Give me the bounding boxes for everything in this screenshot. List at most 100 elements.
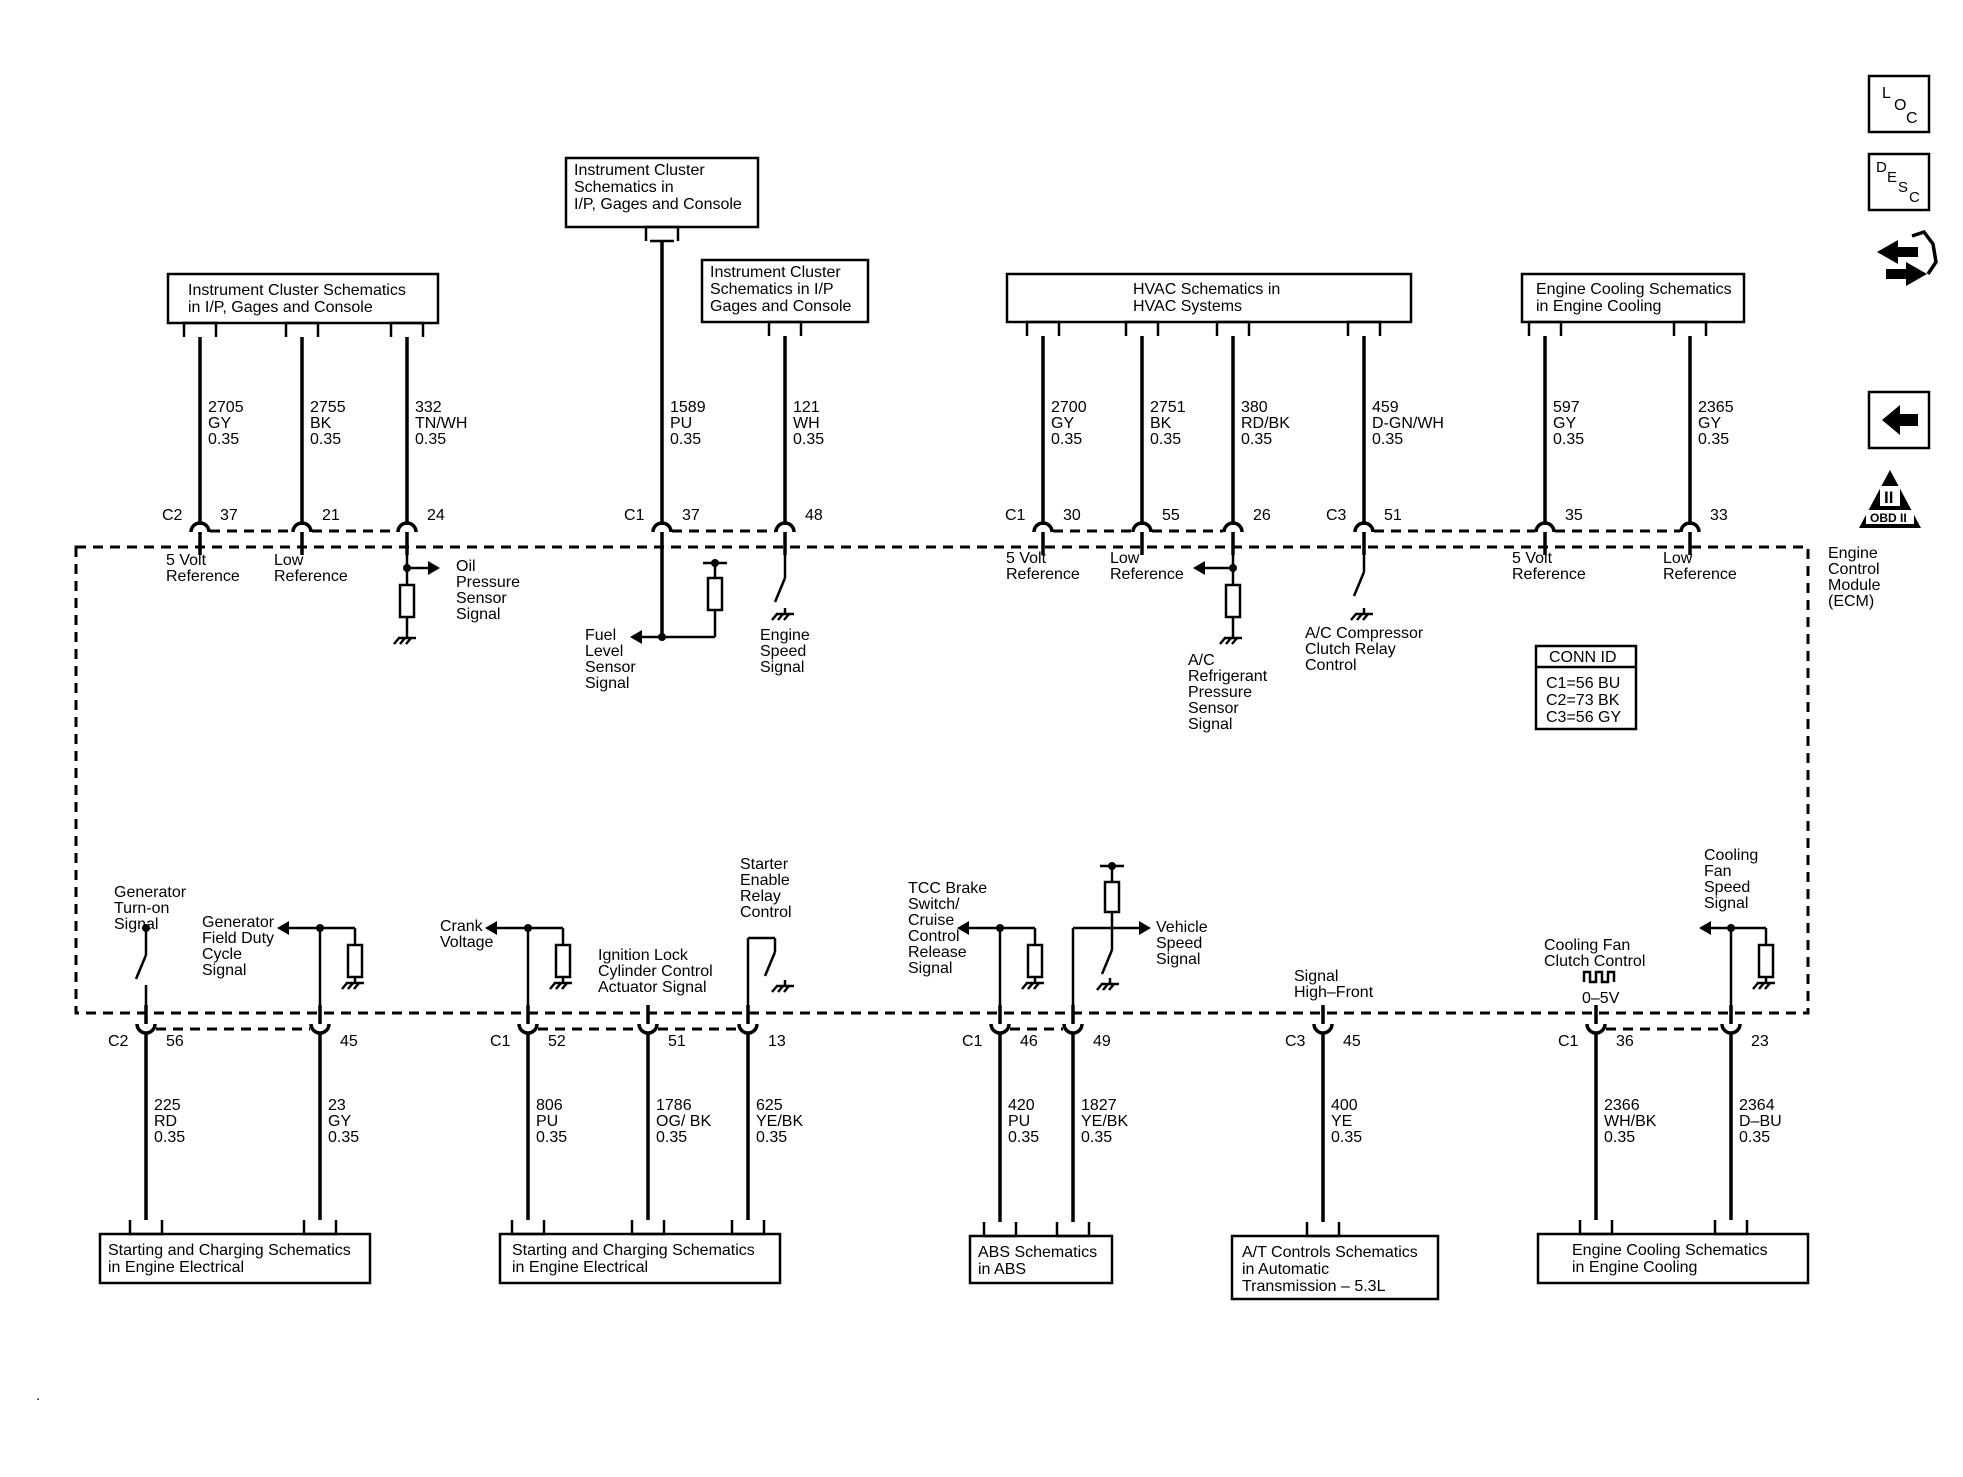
signal-arrow xyxy=(277,921,289,935)
ground-hatch xyxy=(771,985,778,993)
connector-tab xyxy=(1124,320,1160,336)
ecm-boundary xyxy=(74,545,1810,1015)
pin-number: 33 xyxy=(1710,507,1728,524)
connector-view-icon[interactable] xyxy=(1877,229,1938,286)
pin-number: 13 xyxy=(768,1033,786,1050)
reference-box-text: in Automatic xyxy=(1242,1261,1329,1278)
function-label: Level xyxy=(585,643,623,660)
wire-label: TN/WH xyxy=(415,415,467,432)
wire-label: 0.35 xyxy=(1008,1129,1039,1146)
pin-terminal xyxy=(291,521,313,533)
ground-hatch xyxy=(771,613,778,621)
function-label: Vehicle xyxy=(1156,919,1208,936)
function-label: Clutch Control xyxy=(1544,953,1645,970)
function-label: Clutch Relay xyxy=(1305,641,1396,658)
loc-icon[interactable]: L O C xyxy=(1867,74,1931,134)
pin-terminal xyxy=(774,521,796,533)
back-arrow-icon[interactable] xyxy=(1867,390,1931,450)
resistor xyxy=(346,943,364,979)
pin-number: 21 xyxy=(322,507,340,524)
function-label: Sensor xyxy=(585,659,636,676)
wire-label: RD/BK xyxy=(1241,415,1290,432)
wire-label: 2751 xyxy=(1150,399,1186,416)
pin-terminal xyxy=(189,521,211,533)
function-label: Pressure xyxy=(1188,684,1252,701)
signal-arrow xyxy=(1139,921,1151,935)
pin-number: 36 xyxy=(1616,1033,1634,1050)
function-label: High–Front xyxy=(1294,984,1374,1001)
pin-terminal xyxy=(1032,521,1054,533)
connector-tab xyxy=(510,1220,546,1236)
connector-tab xyxy=(302,1220,338,1236)
function-label: Signal xyxy=(908,960,952,977)
function-label: Oil xyxy=(456,558,476,575)
connector-label: C1 xyxy=(490,1033,511,1050)
wire-label: D-GN/WH xyxy=(1372,415,1444,432)
pin-number: 52 xyxy=(548,1033,566,1050)
wire-label: 0.35 xyxy=(1241,431,1272,448)
wire-label: 380 xyxy=(1241,399,1268,416)
pin-terminal xyxy=(1312,1023,1334,1035)
function-label: Reference xyxy=(166,568,240,585)
ground-hatch xyxy=(405,637,412,645)
connector-tab xyxy=(1527,320,1563,336)
function-label: Reference xyxy=(1663,566,1737,583)
conn-id-line: C1=56 BU xyxy=(1546,675,1620,692)
pin-number: 49 xyxy=(1093,1033,1111,1050)
function-label: 5 Volt xyxy=(1512,550,1553,567)
ground-hatch xyxy=(1231,637,1238,645)
obd-roman: II xyxy=(1884,488,1893,507)
connector-tab xyxy=(128,1220,164,1236)
function-label: Enable xyxy=(740,872,790,889)
ground-hatch xyxy=(777,613,784,621)
wire-label: OG/ BK xyxy=(656,1113,711,1130)
pin-number: 51 xyxy=(1384,507,1402,524)
function-label: A/C Compressor xyxy=(1305,625,1424,642)
wire-label: 806 xyxy=(536,1097,563,1114)
desc-icon-s: S xyxy=(1898,179,1908,196)
wire-label: YE/BK xyxy=(1081,1113,1128,1130)
resistor xyxy=(1026,943,1044,979)
obd-text: OBD II xyxy=(1870,511,1907,525)
function-label: Reference xyxy=(1512,566,1586,583)
junction-dot xyxy=(403,564,411,572)
function-label: Signal xyxy=(585,675,629,692)
wire-label: 332 xyxy=(415,399,442,416)
ground-hatch xyxy=(1027,982,1034,990)
switch-blade xyxy=(134,954,148,980)
pin-number: 51 xyxy=(668,1033,686,1050)
wire-label: GY xyxy=(208,415,231,432)
function-label: Low xyxy=(1663,550,1693,567)
reference-box-text: Instrument Cluster Schematics xyxy=(188,282,406,299)
function-label: Field Duty xyxy=(202,930,274,947)
function-label: Ignition Lock xyxy=(598,947,689,964)
ground-hatch xyxy=(341,982,348,990)
pin-terminal xyxy=(396,521,418,533)
ground-hatch xyxy=(783,985,790,993)
wire-label: 0.35 xyxy=(1698,431,1729,448)
ground-hatch xyxy=(549,982,556,990)
function-label: Crank xyxy=(440,918,484,935)
wire-label: 0.35 xyxy=(1372,431,1403,448)
pin-terminal xyxy=(1679,521,1701,533)
switch-blade xyxy=(763,951,777,977)
pin-terminal xyxy=(309,1023,331,1035)
ground-hatch xyxy=(393,637,400,645)
function-label: Reference xyxy=(274,568,348,585)
wire-label: 1589 xyxy=(670,399,706,416)
wire-label: GY xyxy=(1553,415,1576,432)
junction-dot xyxy=(142,924,150,932)
pin-number: 56 xyxy=(166,1033,184,1050)
connector-tab xyxy=(1578,1220,1614,1236)
ground-hatch xyxy=(347,982,354,990)
function-label: Sensor xyxy=(456,590,507,607)
ecm-label-line: Control xyxy=(1828,561,1880,578)
pin-number: 35 xyxy=(1565,507,1583,524)
conn-id-box: CONN ID C1=56 BU C2=73 BK C3=56 GY xyxy=(1534,644,1638,731)
ground-hatch xyxy=(353,982,360,990)
function-label: Signal xyxy=(1704,895,1748,912)
desc-icon[interactable]: D E S C xyxy=(1867,152,1931,212)
ecm-label-line: (ECM) xyxy=(1828,593,1874,610)
ecm-label-line: Module xyxy=(1828,577,1881,594)
